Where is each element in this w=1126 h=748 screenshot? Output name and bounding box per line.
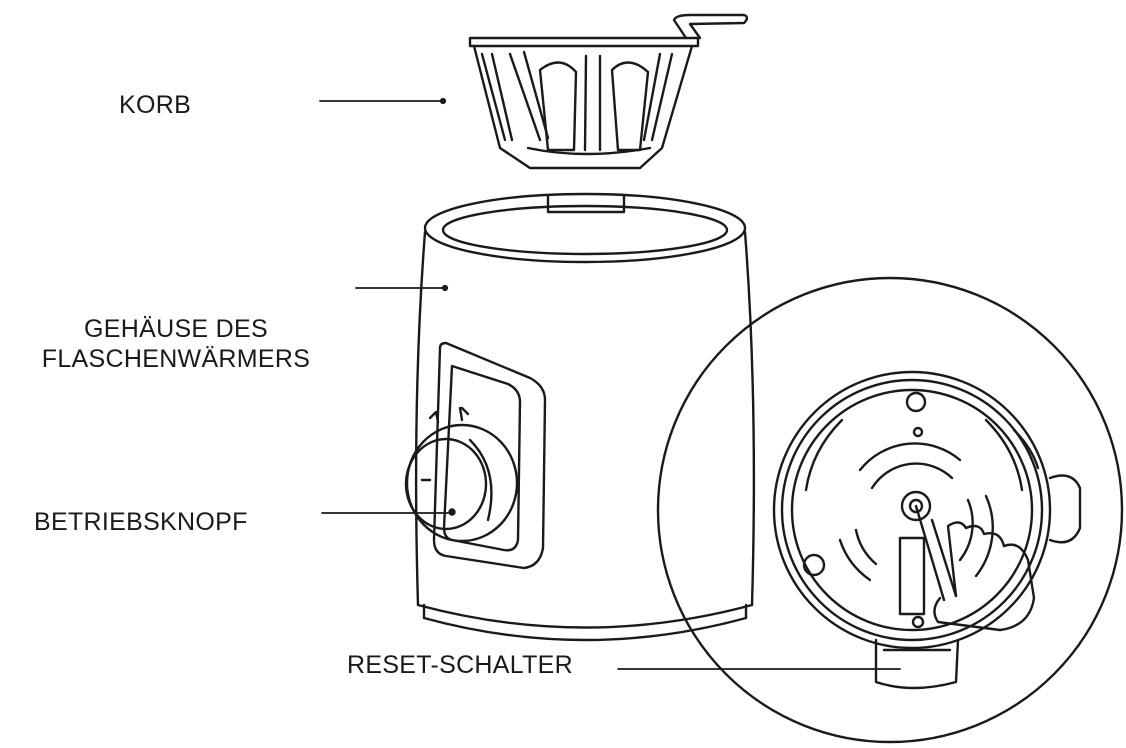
bottom-view-zoom-illustration bbox=[656, 276, 1124, 744]
basket-label: KORB bbox=[119, 91, 192, 119]
knob-label: BETRIEBSKNOPF bbox=[34, 508, 248, 536]
reset-switch-label: RESET-SCHALTER bbox=[347, 651, 574, 679]
leader-lines bbox=[319, 97, 901, 670]
basket-illustration bbox=[468, 13, 749, 170]
housing-label: GEHÄUSE DES FLASCHENWÄRMERS bbox=[10, 314, 342, 374]
housing-illustration bbox=[414, 192, 756, 642]
housing-label-line1: GEHÄUSE DES bbox=[84, 315, 268, 343]
operating-knob-illustration bbox=[404, 406, 519, 543]
housing-label-line2: FLASCHENWÄRMERS bbox=[41, 345, 311, 373]
